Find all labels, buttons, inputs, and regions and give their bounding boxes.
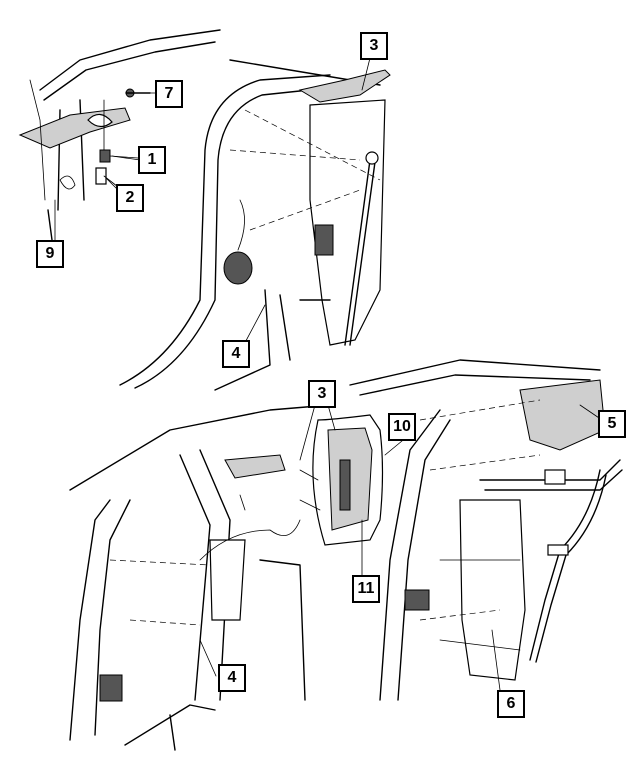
vent-icon [544, 469, 566, 485]
callout-10: 10 [388, 413, 416, 441]
callout-11: 11 [352, 575, 380, 603]
spacer-icon [95, 167, 107, 185]
rear-retractor-icon [404, 589, 430, 611]
callout-7: 7 [155, 80, 183, 108]
callout-4-bottom: 4 [218, 664, 246, 692]
belt-tongue-icon [547, 544, 569, 556]
view-bottom-right [349, 359, 623, 701]
view-top-right [119, 59, 391, 391]
callout-4-top: 4 [222, 340, 250, 368]
callout-5: 5 [598, 410, 626, 438]
callout-3-top: 3 [360, 32, 388, 60]
floor-retractor-icon [99, 674, 123, 702]
callout-2: 2 [116, 184, 144, 212]
anchor-bolt-icon [99, 149, 111, 163]
retractor-icon [223, 251, 253, 285]
inset-trim-panel [299, 414, 384, 546]
trim-slot-icon [339, 459, 351, 511]
callout-6: 6 [497, 690, 525, 718]
view-bottom-left [69, 404, 331, 751]
callout-3-bottom: 3 [308, 380, 336, 408]
vent-grille-icon [314, 224, 334, 256]
callout-1: 1 [138, 146, 166, 174]
d-ring-icon [365, 151, 379, 165]
callout-9: 9 [36, 240, 64, 268]
